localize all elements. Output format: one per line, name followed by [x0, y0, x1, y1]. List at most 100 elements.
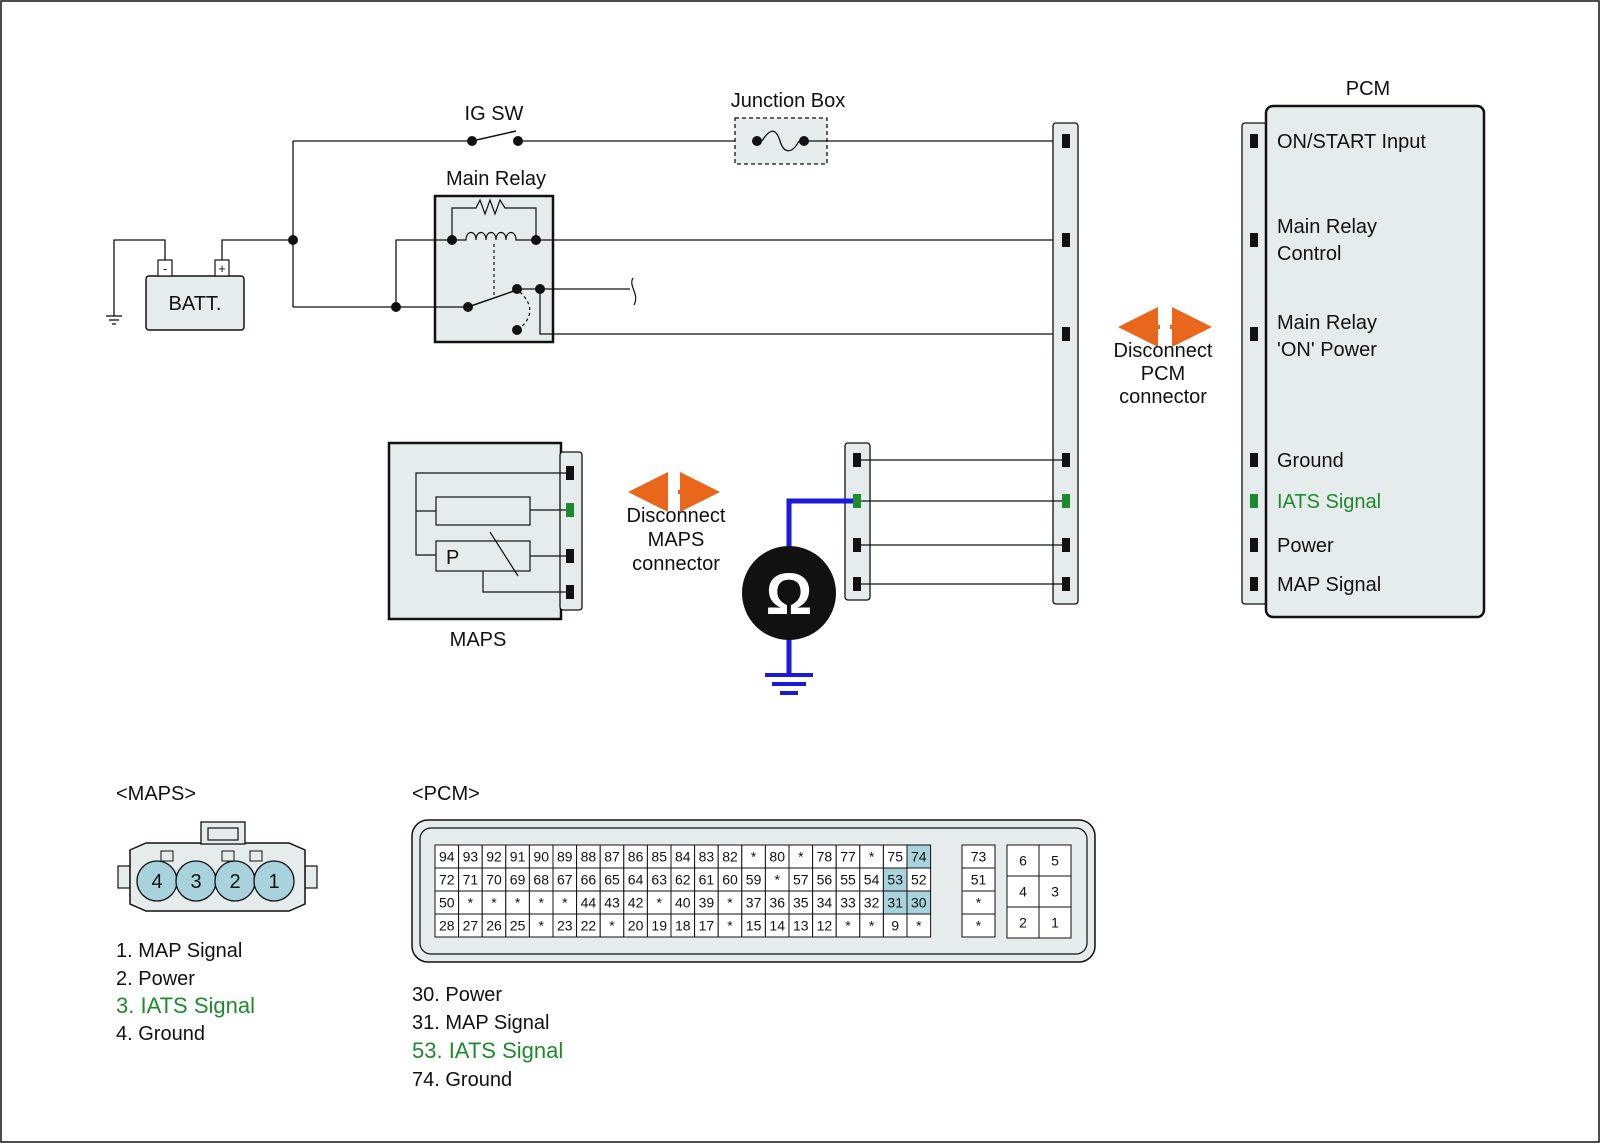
- pcm-harness-connector: [1052, 122, 1079, 605]
- pcm-pin-power: Power: [1277, 535, 1334, 557]
- pcm-pin-3-18: *: [869, 918, 875, 934]
- pcm-pin-0-1: 93: [463, 849, 479, 865]
- pcm-side-pin-2: *: [976, 895, 982, 911]
- pcm-block-pin-6: 6: [1019, 853, 1027, 869]
- pcm-pin-1-14: *: [774, 872, 780, 888]
- pcm-pin-3-12: *: [727, 918, 733, 934]
- pcm-pin-main-relay-on-power-2: 'ON' Power: [1277, 339, 1377, 361]
- pcm-pin-3-13: 15: [746, 918, 762, 934]
- ohm-icon: Ω: [766, 562, 813, 627]
- pcm-pin-3-3: 25: [510, 918, 526, 934]
- pcm-pin-main-relay-on-power-1: Main Relay: [1277, 312, 1377, 334]
- pcm-pin-2-15: 35: [793, 895, 809, 911]
- pcm-pin-2-12: *: [727, 895, 733, 911]
- disconnect-pcm-line3: connector: [1119, 386, 1207, 408]
- pcm-pin-1-9: 63: [651, 872, 667, 888]
- pcm-pin-2-10: 40: [675, 895, 691, 911]
- disconnect-maps-line3: connector: [632, 553, 720, 575]
- pcm-legend-2: 31. MAP Signal: [412, 1012, 550, 1034]
- pcm-pin-2-6: 44: [581, 895, 597, 911]
- pcm-block-pin-1: 1: [1051, 915, 1059, 931]
- pcm-pin-3-6: 22: [581, 918, 597, 934]
- pcm-connector-strip: [1241, 122, 1268, 605]
- pcm-pin-0-3: 91: [510, 849, 526, 865]
- pcm-pin-1-18: 54: [864, 872, 880, 888]
- maps-p-label: P: [446, 547, 459, 569]
- pcm-pin-1-3: 69: [510, 872, 526, 888]
- pcm-pin-2-2: *: [491, 895, 497, 911]
- pcm-pin-1-6: 66: [581, 872, 597, 888]
- maps-pin-3: 3: [190, 871, 201, 893]
- pcm-pin-ground: Ground: [1277, 450, 1344, 472]
- pcm-pin-3-15: 13: [793, 918, 809, 934]
- ig-switch-label: IG SW: [465, 103, 524, 125]
- pcm-pin-1-12: 60: [722, 872, 738, 888]
- pcm-pin-1-19: 53: [887, 872, 903, 888]
- maps-harness-connector: [844, 442, 871, 601]
- pcm-connector-title: <PCM>: [412, 783, 480, 805]
- battery-plus: +: [218, 261, 226, 276]
- pcm-block-pin-3: 3: [1051, 884, 1059, 900]
- pcm-pin-3-8: 20: [628, 918, 644, 934]
- pcm-pin-1-11: 61: [699, 872, 715, 888]
- pcm-pin-1-4: 68: [533, 872, 549, 888]
- pcm-block-pin-5: 5: [1051, 853, 1059, 869]
- battery-label: BATT.: [169, 293, 222, 315]
- pcm-pin-3-4: *: [538, 918, 544, 934]
- ohmmeter: [742, 498, 853, 695]
- pcm-block-pin-4: 4: [1019, 884, 1027, 900]
- pcm-pin-0-19: 75: [887, 849, 903, 865]
- battery: BATT. - +: [145, 259, 245, 331]
- pcm-pin-0-2: 92: [486, 849, 502, 865]
- pcm-pin-0-18: *: [869, 849, 875, 865]
- pcm-pin-0-10: 84: [675, 849, 691, 865]
- maps-legend-3: 3. IATS Signal: [116, 993, 255, 1018]
- pcm-pin-main-relay-control-1: Main Relay: [1277, 216, 1377, 238]
- maps-pin-4: 4: [151, 871, 162, 893]
- pcm-pin-1-0: 72: [439, 872, 455, 888]
- pcm-pin-0-4: 90: [533, 849, 549, 865]
- main-relay-label: Main Relay: [446, 168, 546, 190]
- maps-pin-2: 2: [229, 871, 240, 893]
- disconnect-maps-line2: MAPS: [648, 529, 705, 551]
- pcm-pin-1-15: 57: [793, 872, 809, 888]
- disconnect-pcm-line1: Disconnect: [1114, 340, 1213, 362]
- pcm-pin-0-13: *: [751, 849, 757, 865]
- pcm-pin-3-17: *: [845, 918, 851, 934]
- pcm-pin-3-1: 27: [463, 918, 479, 934]
- pcm-pin-iats-signal: IATS Signal: [1277, 491, 1381, 513]
- pcm-pin-2-9: *: [656, 895, 662, 911]
- maps-connector-title: <MAPS>: [116, 783, 196, 805]
- pcm-pin-3-19: 9: [891, 918, 899, 934]
- pcm-pin-2-13: 37: [746, 895, 762, 911]
- pcm-pin-2-1: *: [468, 895, 474, 911]
- pcm-pin-3-2: 26: [486, 918, 502, 934]
- pcm-pin-2-20: 30: [911, 895, 927, 911]
- pcm-pin-main-relay-control-2: Control: [1277, 243, 1341, 265]
- pcm-pin-3-16: 12: [817, 918, 833, 934]
- disconnect-pcm-line2: PCM: [1141, 363, 1185, 385]
- maps-legend-1: 1. MAP Signal: [116, 940, 242, 962]
- pcm-pin-0-6: 88: [581, 849, 597, 865]
- pcm-pin-0-20: 74: [911, 849, 927, 865]
- pcm-block-pin-1-cell: [1038, 906, 1072, 939]
- pcm-pin-0-8: 86: [628, 849, 644, 865]
- pcm-legend-3: 53. IATS Signal: [412, 1038, 563, 1063]
- pcm-pin-2-8: 42: [628, 895, 644, 911]
- pcm-side-pin-3: *: [976, 918, 982, 934]
- pcm-pin-2-0: 50: [439, 895, 455, 911]
- pcm-side-pin-1: 51: [971, 872, 987, 888]
- pcm-pin-2-7: 43: [604, 895, 620, 911]
- pcm-pin-1-8: 64: [628, 872, 644, 888]
- pcm-pin-1-20: 52: [911, 872, 927, 888]
- pcm-pin-3-10: 18: [675, 918, 691, 934]
- pcm-pin-2-14: 36: [769, 895, 785, 911]
- pcm-box: [1264, 104, 1486, 619]
- pcm-pin-0-15: *: [798, 849, 804, 865]
- pcm-block-pin-2-cell: [1006, 906, 1040, 939]
- pcm-pin-3-11: 17: [699, 918, 715, 934]
- maps-legend-4: 4. Ground: [116, 1023, 205, 1045]
- pcm-label: PCM: [1346, 78, 1390, 100]
